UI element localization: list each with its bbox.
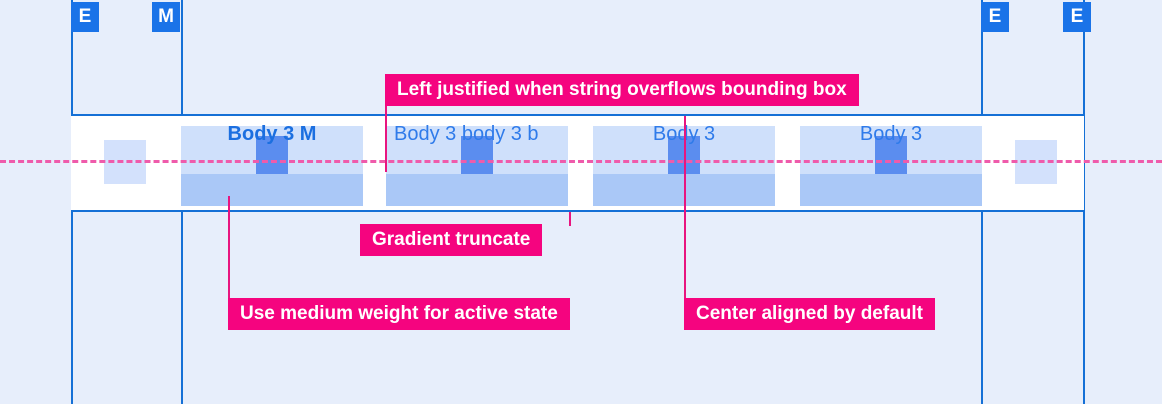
vertical-center-guideline	[0, 160, 1162, 163]
alignment-guide-4	[1083, 0, 1085, 404]
tab-item-2[interactable]: Body 3 body 3 b	[386, 118, 568, 212]
annotation-center-aligned: Center aligned by default	[684, 298, 935, 330]
tab-label-zone	[386, 174, 568, 206]
tab-glyph-icon	[256, 136, 288, 174]
spacing-badge-right-e1: E	[981, 2, 1009, 32]
tab-label-zone	[800, 174, 982, 206]
annotation-gradient-truncate: Gradient truncate	[360, 224, 543, 256]
annotation-leader-left-justified	[385, 106, 387, 172]
tab-label-1: Body 3 M	[227, 123, 317, 145]
annotation-leader-gradient-truncate	[569, 212, 571, 226]
tab-bar-panel: Body 3 M Body 3 body 3 b Body 3 Body 3	[71, 114, 1084, 212]
annotation-leader-center-aligned	[684, 116, 686, 298]
tab-glyph-icon	[875, 136, 907, 174]
spacing-badge-right-e2: E	[1063, 2, 1091, 32]
annotation-medium-weight: Use medium weight for active state	[228, 298, 570, 330]
spacing-badge-left-e: E	[71, 2, 99, 32]
tab-item-1[interactable]: Body 3 M	[181, 118, 363, 212]
spacing-badge-left-m: M	[152, 2, 180, 32]
tab-label-zone	[181, 174, 363, 206]
tab-item-4[interactable]: Body 3	[800, 118, 982, 212]
tab-label-4: Body 3	[859, 123, 923, 145]
annotation-leader-medium-weight	[228, 196, 230, 298]
tab-label-2: Body 3 body 3 b	[394, 123, 539, 145]
tab-glyph-icon	[461, 136, 493, 174]
annotation-left-justified: Left justified when string overflows bou…	[385, 74, 859, 106]
tab-label-3: Body 3	[652, 123, 716, 145]
